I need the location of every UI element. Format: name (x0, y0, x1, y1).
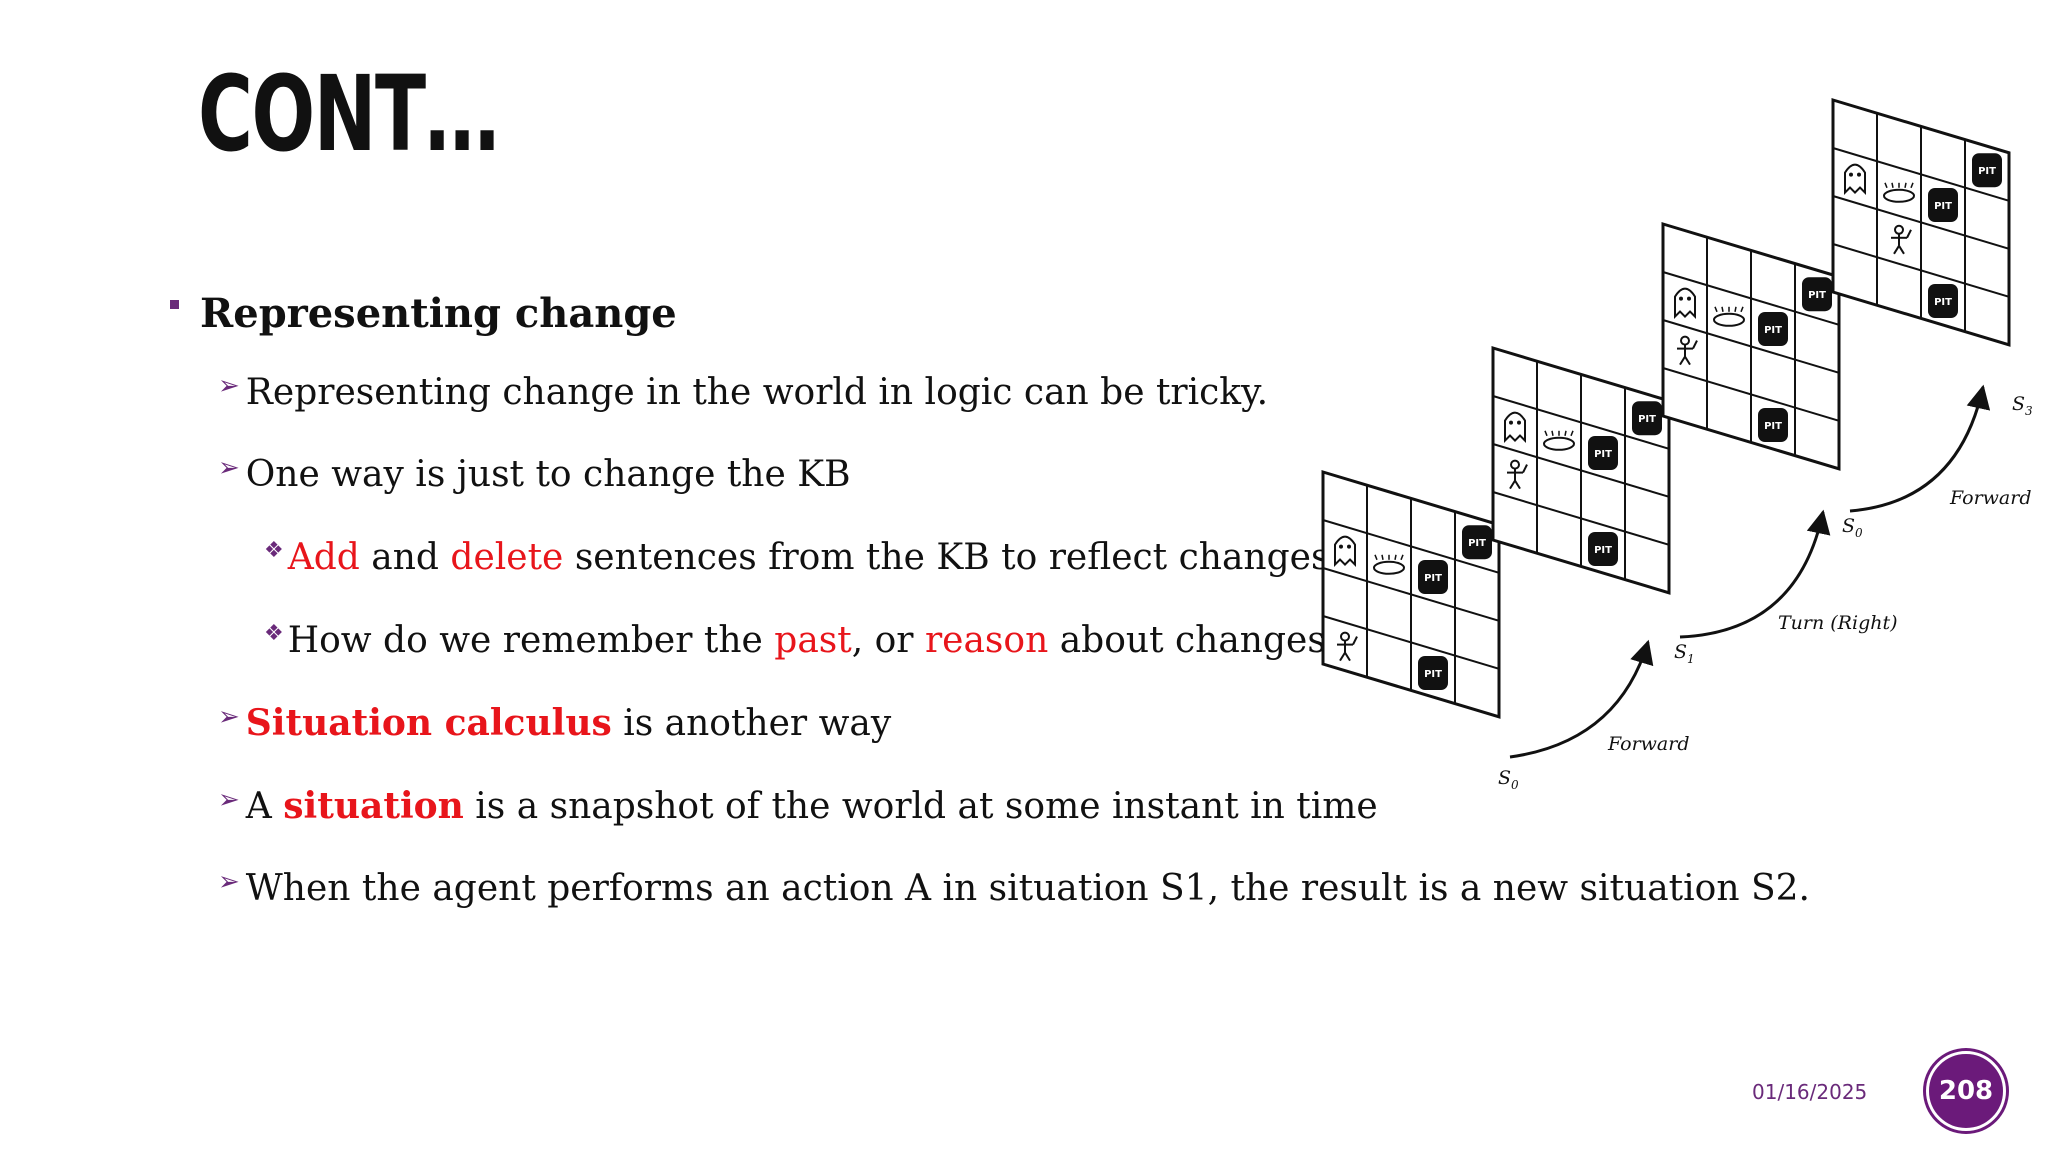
pit-icon (1802, 277, 1832, 312)
bullet-5-rest: is another way (611, 703, 892, 744)
pit-label: PIT (1934, 297, 1952, 308)
bullet-4-part5: about changes? (1048, 620, 1346, 661)
pit-icon (1928, 188, 1958, 222)
arrow-forward-2 (1849, 384, 1991, 513)
pit-label: PIT (1424, 669, 1442, 680)
bullet-6: ➢A situation is a snapshot of the world … (218, 785, 1378, 827)
arrow-bullet-icon: ➢ (218, 371, 240, 401)
gold-icon (1373, 560, 1405, 575)
bullet-3-add: Add (287, 537, 360, 578)
agent-icon (1507, 459, 1528, 490)
grid-board-0: PIT PIT PIT (1321, 469, 1501, 719)
bullet-4-past: past (774, 620, 852, 661)
arrow-forward-1 (1509, 639, 1654, 759)
wumpus-icon (1504, 411, 1526, 444)
pit-label: PIT (1594, 449, 1612, 460)
bullet-3-delete: delete (450, 537, 564, 578)
bullet-1-text: Representing change in the world in logi… (245, 372, 1269, 413)
pit-icon (1418, 656, 1448, 690)
pit-label: PIT (1978, 166, 1996, 177)
grid-board-1: PIT PIT PIT (1491, 345, 1671, 595)
label-s2: S0 (1842, 515, 1863, 540)
agent-icon (1891, 224, 1912, 255)
page-number-badge: 208 (1926, 1051, 2006, 1131)
grid-board-2: PIT PIT PIT (1661, 221, 1841, 471)
pit-icon (1758, 408, 1788, 442)
bullet-4-part3: , or (851, 620, 925, 661)
bullet-6-part1: A (245, 786, 284, 827)
arrow-turn-right (1679, 509, 1831, 639)
bullet-4-part1: How do we remember the (287, 620, 775, 661)
situation-calculus-diagram: PIT PIT PIT PIT PIT PIT PIT PIT PIT PIT PIT PIT (1321, 97, 2033, 792)
bullet-6-term: situation (283, 785, 464, 827)
pit-icon (1758, 312, 1788, 346)
bullet-3-and: and (359, 537, 451, 578)
bullet-1: ➢Representing change in the world in log… (218, 371, 1269, 413)
bullet-4: ❖How do we remember the past, or reason … (264, 620, 1345, 661)
pit-icon (1632, 401, 1662, 436)
gold-icon (1883, 188, 1915, 203)
wumpus-icon (1844, 163, 1866, 196)
square-bullet-icon (170, 300, 179, 309)
label-s0: S0 (1498, 767, 1519, 792)
heading-text: Representing change (200, 290, 677, 337)
gold-icon (1713, 312, 1745, 327)
agent-icon (1677, 335, 1698, 366)
pit-label: PIT (1934, 201, 1952, 212)
gold-icon (1543, 436, 1575, 451)
pit-label: PIT (1468, 538, 1486, 549)
arrow-bullet-icon: ➢ (218, 453, 240, 483)
pit-label: PIT (1424, 573, 1442, 584)
label-forward-1: Forward (1607, 733, 1690, 755)
pit-icon (1588, 436, 1618, 470)
bullet-4-reason: reason (924, 620, 1049, 661)
pit-icon (1588, 532, 1618, 566)
diagram-labels: S0 Forward S1 Turn (Right) S0 Forward S3 (1498, 393, 2033, 792)
pit-icon (1972, 153, 2002, 188)
bullet-2: ➢One way is just to change the KB (218, 453, 851, 495)
pit-label: PIT (1594, 545, 1612, 556)
bullet-6-rest: is a snapshot of the world at some insta… (463, 786, 1378, 827)
pit-label: PIT (1764, 325, 1782, 336)
bullet-7-text: When the agent performs an action A in s… (245, 868, 1810, 909)
pit-icon (1418, 560, 1448, 594)
arrow-bullet-icon: ➢ (218, 702, 240, 732)
bullet-3-rest: sentences from the KB to reflect changes (563, 537, 1330, 578)
grid-board-3: PIT PIT PIT (1831, 97, 2011, 347)
pit-label: PIT (1638, 414, 1656, 425)
slide-date: 01/16/2025 (1752, 1080, 1868, 1104)
bullet-2-text: One way is just to change the KB (245, 454, 851, 495)
slide-title: CONT… (198, 53, 499, 175)
transition-arrows (1509, 384, 1991, 759)
agent-icon (1337, 631, 1358, 662)
wumpus-icon (1674, 287, 1696, 320)
diamond-bullet-icon: ❖ (264, 621, 284, 646)
arrow-bullet-icon: ➢ (218, 785, 240, 815)
label-turn-right: Turn (Right) (1778, 612, 1898, 634)
label-s3: S3 (2012, 393, 2033, 418)
diamond-bullet-icon: ❖ (264, 538, 284, 563)
grid-boards: PIT PIT PIT PIT PIT PIT PIT PIT PIT PIT PIT PIT (1321, 97, 2011, 719)
bullet-3: ❖Add and delete sentences from the KB to… (264, 537, 1329, 578)
arrow-bullet-icon: ➢ (218, 867, 240, 897)
pit-icon (1928, 284, 1958, 318)
bullet-5-term: Situation calculus (245, 702, 612, 744)
bullet-5: ➢Situation calculus is another way (218, 702, 891, 744)
bullet-7: ➢When the agent performs an action A in … (218, 867, 1810, 909)
pit-label: PIT (1764, 421, 1782, 432)
pit-label: PIT (1808, 290, 1826, 301)
label-s1: S1 (1674, 641, 1695, 666)
pit-icon (1462, 525, 1492, 560)
wumpus-icon (1334, 535, 1356, 568)
label-forward-2: Forward (1949, 487, 2032, 509)
